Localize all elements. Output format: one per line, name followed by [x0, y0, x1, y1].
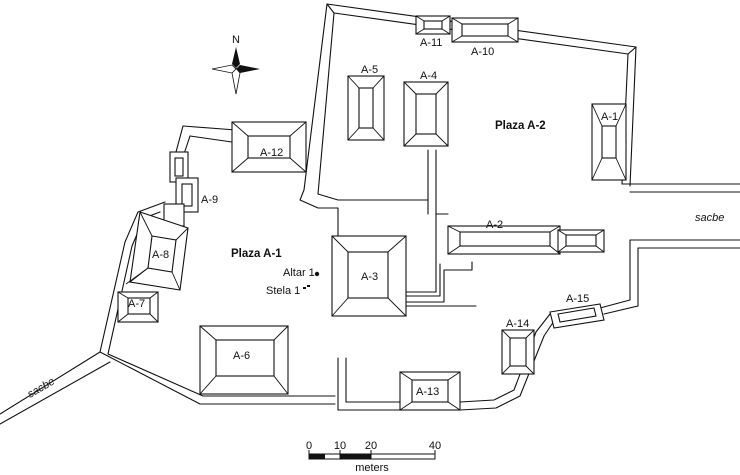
structure-a6-label: A-6: [233, 350, 250, 362]
structure-a7[interactable]: [117, 291, 159, 323]
structure-a2[interactable]: [447, 225, 605, 255]
structure-a3-label: A-3: [361, 271, 378, 283]
structure-a11[interactable]: [415, 15, 451, 35]
north-label: N: [232, 34, 240, 46]
scale-tick-0: 0: [306, 440, 312, 452]
scale-tick-10: 10: [334, 440, 346, 452]
structure-a2-label: A-2: [486, 219, 503, 231]
scale-tick-40: 40: [429, 440, 441, 452]
structure-a10[interactable]: [451, 17, 519, 43]
plaza-a2-label: Plaza A-2: [495, 120, 546, 132]
stela-1-label: Stela 1: [266, 285, 300, 297]
sacbe-east-label: sacbe: [695, 212, 724, 224]
stela-1-marker: [303, 285, 310, 289]
sacbe-southwest-label: sacbe: [26, 376, 57, 401]
structure-a5[interactable]: [347, 75, 385, 141]
structure-a15[interactable]: [549, 303, 605, 329]
structure-a14[interactable]: [501, 329, 535, 375]
internal-walls: [299, 149, 477, 307]
structure-a15-label: A-15: [566, 293, 589, 305]
structure-a12-label: A-12: [260, 147, 283, 159]
structure-a13-label: A-13: [416, 386, 439, 398]
structure-a5-label: A-5: [361, 64, 378, 76]
plaza-a1-label: Plaza A-1: [231, 248, 282, 260]
structure-a9-label: A-9: [201, 194, 218, 206]
structure-a11-label: A-11: [420, 37, 442, 49]
north-arrow-icon: [211, 47, 260, 95]
structure-a13[interactable]: [399, 371, 461, 411]
structure-a9[interactable]: [163, 151, 199, 227]
altar-1-label: Altar 1: [283, 267, 315, 279]
structure-a14-label: A-14: [506, 318, 529, 330]
structure-a8-label: A-8: [152, 249, 169, 261]
structure-a3[interactable]: [331, 235, 407, 317]
structure-a4-label: A-4: [420, 70, 437, 82]
south-walls: [337, 183, 740, 411]
structure-a7-label: A-7: [128, 298, 145, 310]
northwest-wall: [175, 125, 237, 155]
structure-a1-label: A-1: [601, 111, 618, 123]
structure-a1[interactable]: [591, 103, 627, 181]
structure-a4[interactable]: [403, 81, 449, 147]
structure-a8[interactable]: [125, 211, 189, 291]
sacbe-southwest-road: [0, 351, 111, 425]
structure-a6[interactable]: [199, 325, 289, 395]
scale-tick-20: 20: [365, 440, 377, 452]
scale-bar: [308, 450, 436, 460]
structure-a12[interactable]: [231, 121, 307, 173]
structure-a10-label: A-10: [471, 46, 494, 58]
scale-unit: meters: [355, 462, 389, 474]
altar-1-marker: [314, 271, 320, 277]
